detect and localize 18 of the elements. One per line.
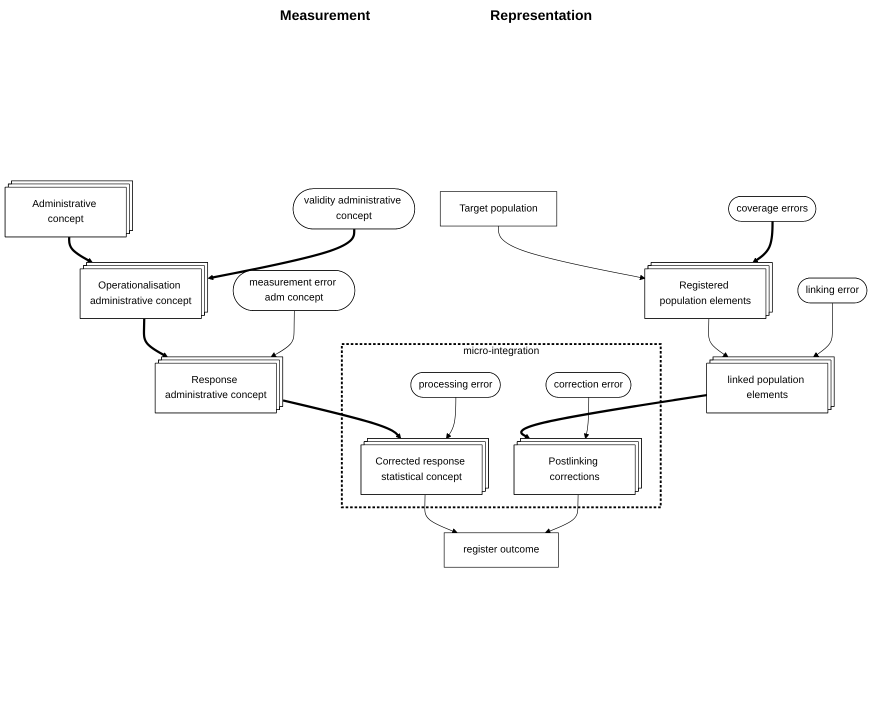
arrow — [446, 397, 456, 439]
arrow — [520, 394, 708, 439]
arrow — [424, 494, 458, 534]
arrow — [282, 399, 402, 439]
arrow — [142, 318, 168, 358]
column-heading: Representation — [490, 7, 592, 23]
arrow — [68, 237, 93, 263]
column-heading: Measurement — [280, 7, 370, 23]
arrow — [584, 397, 590, 439]
arrow — [270, 310, 295, 358]
arrow — [813, 302, 833, 358]
arrow — [498, 226, 646, 280]
node-box: register outcome — [444, 532, 559, 568]
arrow — [544, 494, 578, 534]
node-box: Target population — [440, 191, 558, 226]
arrow — [752, 222, 774, 263]
arrow — [708, 318, 728, 358]
arrow — [208, 229, 356, 280]
